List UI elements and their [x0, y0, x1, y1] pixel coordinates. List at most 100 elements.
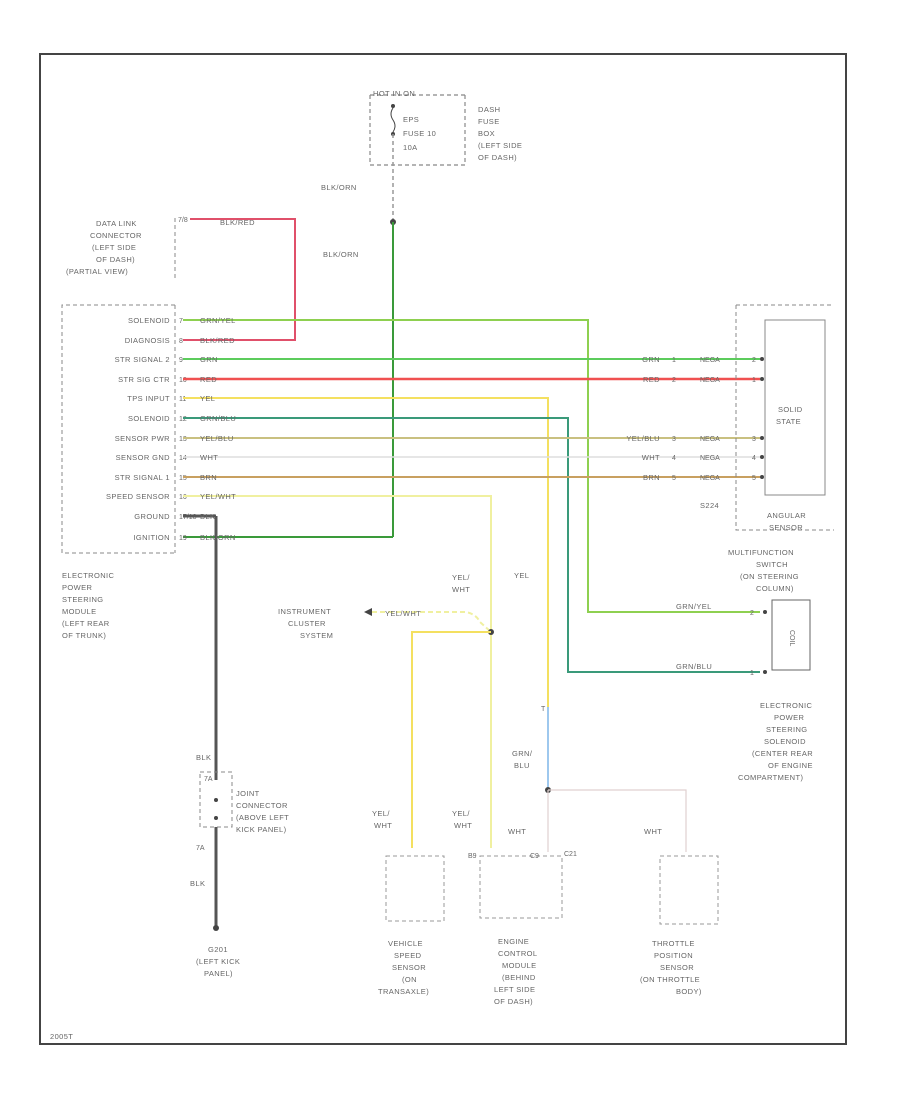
vss-wire-1: WHT [374, 821, 392, 830]
module-label-4: (LEFT REAR [62, 619, 110, 628]
module-pin-name: STR SIGNAL 1 [115, 473, 170, 482]
module-pin-name: STR SIGNAL 2 [115, 355, 170, 364]
ground-pin-lower: 7A [196, 845, 205, 852]
module-wire-label: BLK/RED [200, 336, 235, 345]
angular-num: 4 [752, 455, 756, 462]
fuse-hot-label: HOT IN ON [373, 89, 415, 98]
angular-term: NEGA [700, 436, 720, 443]
panel-line-2: BOX [478, 129, 495, 138]
angular-num: 3 [752, 436, 756, 443]
solid-state-line-0: SOLID [778, 405, 803, 414]
angular-terminal [760, 377, 764, 381]
throttle-position-sensor: WHT THROTTLE POSITION SENSOR (ON THROTTL… [640, 827, 719, 996]
module-wire-label: GRN/BLU [200, 414, 236, 423]
solenoid-line-2: STEERING [766, 725, 808, 734]
ecm-line-3: (BEHIND [502, 973, 536, 982]
fuse-line-0: EPS [403, 115, 419, 124]
module-pin-number: 10 [179, 377, 187, 384]
module-pin-number: 14 [179, 455, 187, 462]
fuse-icon [390, 107, 396, 133]
solenoid-line-6: COMPARTMENT) [738, 773, 803, 782]
wire-label-blk-orn: BLK/ORN [323, 250, 359, 259]
instrument-cluster: INSTRUMENT CLUSTER SYSTEM YEL/WHT YEL/ W… [278, 571, 529, 640]
solenoid-coil: COIL [788, 630, 795, 646]
ecm-line-2: MODULE [502, 961, 537, 970]
angular-terminal [760, 357, 764, 361]
dlc-line-1: CONNECTOR [90, 231, 142, 240]
g-line-2: PANEL) [204, 969, 233, 978]
module-pin-name: SOLENOID [128, 414, 170, 423]
grnblu-label-0: GRN/ [512, 749, 533, 758]
wire-label-blk-orn-top: BLK/ORN [321, 183, 357, 192]
angular-line-0: ANGULAR [767, 511, 806, 520]
diagram-frame [39, 53, 847, 1045]
dlc-line-2: (LEFT SIDE [92, 243, 136, 252]
module-wire-label: WHT [200, 453, 218, 462]
grnblu-label-1: BLU [514, 761, 530, 770]
panel-line-4: OF DASH) [478, 153, 517, 162]
angular-wire-label: BRN [643, 473, 660, 482]
cluster-line-2: SYSTEM [300, 631, 333, 640]
module-wire-label: BLK [200, 512, 215, 521]
ecm-line-0: ENGINE [498, 937, 529, 946]
angular-pin: 5 [672, 475, 676, 482]
wire-blk-red [183, 218, 296, 341]
fuse-line-2: 10A [403, 143, 418, 152]
switch-line-1: SWITCH [756, 560, 788, 569]
vss-wire-0: YEL/ [372, 809, 390, 818]
multifunction-switch: SOLID STATE S224 ANGULAR SENSOR MULTIFUN… [626, 304, 834, 593]
module-wire-label: BLK/ORN [200, 533, 236, 542]
module-pin-number: 7 [179, 318, 183, 325]
panel-line-1: FUSE [478, 117, 500, 126]
solenoid-line-4: (CENTER REAR [752, 749, 813, 758]
ecm-box [479, 855, 563, 919]
g-line-1: (LEFT KICK [196, 957, 240, 966]
angular-wire-label: RED [643, 375, 660, 384]
solid-state-line-1: STATE [776, 417, 801, 426]
solenoid-line-0: ELECTRONIC [760, 701, 813, 710]
module-wire-label: GRN/YEL [200, 316, 236, 325]
diagram-code: 2005T [50, 1032, 73, 1041]
ground-wire2: BLK [190, 879, 205, 888]
grnblu-pin-label: T [541, 706, 546, 713]
wire-grn-yel [183, 319, 760, 613]
solenoid-line-5: OF ENGINE [768, 761, 813, 770]
wire-yel-wht-ecm [183, 495, 492, 848]
tps-wire: WHT [644, 827, 662, 836]
solenoid-line-3: SOLENOID [764, 737, 806, 746]
module-pin-name: STR SIG CTR [118, 375, 170, 384]
angular-num: 5 [752, 475, 756, 482]
ecm-wht: WHT [508, 827, 526, 836]
tps-line-0: THROTTLE [652, 939, 695, 948]
dlc-line-3: OF DASH) [96, 255, 135, 264]
module-pin-number: 8 [179, 338, 183, 345]
module-pin-name: SOLENOID [128, 316, 170, 325]
vss-line-0: VEHICLE [388, 939, 423, 948]
module-pin-name: SENSOR PWR [115, 434, 170, 443]
module-wire-label: YEL/BLU [200, 434, 234, 443]
cluster-v-label-0: YEL/ [452, 573, 470, 582]
solenoid-pin1: 2 [750, 610, 754, 617]
module-label-3: MODULE [62, 607, 97, 616]
ecm-wire-0: YEL/ [452, 809, 470, 818]
angular-term: NEGA [700, 377, 720, 384]
angular-num: 1 [752, 377, 756, 384]
wire-yel-wht-vss [411, 631, 491, 848]
module-pin-name: GROUND [134, 512, 170, 521]
module-pin-name: SENSOR GND [116, 453, 171, 462]
angular-pin: 4 [672, 455, 676, 462]
module-label-2: STEERING [62, 595, 104, 604]
eps-solenoid: COIL 2 1 GRN/YEL GRN/BLU ELECTRONIC POWE… [676, 599, 813, 782]
vss-box [385, 855, 445, 922]
joint-connector-box [199, 771, 233, 828]
data-link-connector: DATA LINK CONNECTOR (LEFT SIDE OF DASH) … [66, 217, 188, 280]
angular-wire-label: WHT [642, 453, 660, 462]
ecm-line-4: LEFT SIDE [494, 985, 535, 994]
solenoid-line-1: POWER [774, 713, 805, 722]
ecm-wire-1: WHT [454, 821, 472, 830]
switch-line-0: MULTIFUNCTION [728, 548, 794, 557]
solid-state-box [764, 319, 826, 496]
module-label-1: POWER [62, 583, 93, 592]
wire-wht-tps [548, 789, 687, 852]
vss-line-4: TRANSAXLE) [378, 987, 429, 996]
